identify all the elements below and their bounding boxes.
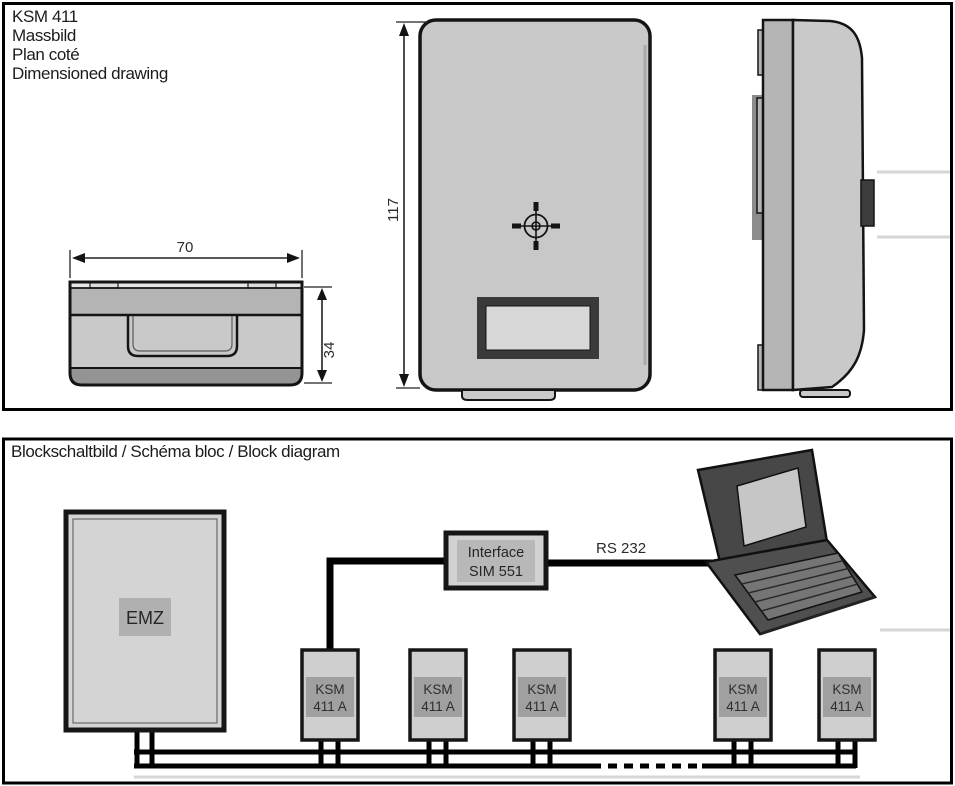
ksm-label: 411 A (313, 699, 347, 714)
artifact-lines (134, 170, 950, 779)
ksm-box-5: KSM 411 A (817, 648, 877, 742)
laptop-illustration (696, 448, 878, 636)
interface-label-line2: SIM 551 (469, 564, 523, 580)
ksm-label: KSM (832, 682, 861, 697)
dim-height-label: 117 (385, 198, 402, 222)
title-line-de: Massbild (12, 26, 76, 45)
dim-width-label: 70 (177, 239, 194, 256)
ksm-label: KSM (527, 682, 556, 697)
rs232-label: RS 232 (596, 540, 646, 557)
laptop-screen (736, 467, 807, 547)
top-panel-border (2, 2, 953, 411)
ksm-label: 411 A (830, 699, 864, 714)
title-line-en: Dimensioned drawing (12, 64, 168, 83)
block-diagram-heading: Blockschaltbild / Schéma bloc / Block di… (11, 442, 340, 461)
side-bottom-tab (799, 389, 851, 398)
ksm-box-1: KSM 411 A (300, 648, 360, 742)
ksm-label: 411 A (421, 699, 455, 714)
title-line-fr: Plan coté (12, 45, 80, 64)
keyboard-rows (741, 560, 858, 612)
bottom-edge-band (69, 367, 303, 386)
interface-to-ksm1-line (326, 557, 446, 652)
ksm-label: 411 A (525, 699, 559, 714)
ksm-label: KSM (728, 682, 757, 697)
bottom-tab (461, 391, 556, 401)
dim-height (396, 21, 428, 389)
laptop-front-edge (759, 595, 876, 636)
ksm-box-2: KSM 411 A (408, 648, 468, 742)
ksm-label: 411 A (726, 699, 760, 714)
ksm-label: KSM (315, 682, 344, 697)
base-band (71, 288, 301, 315)
front-view-drawing: 117 (385, 18, 652, 401)
interface-box: Interface SIM 551 (443, 530, 549, 591)
window-glass (485, 305, 591, 351)
emz-box: EMZ (63, 509, 227, 733)
body-face (71, 315, 301, 370)
interface-label-line1: Interface (468, 545, 524, 561)
mount-plate (761, 18, 795, 392)
dim-depth (304, 286, 332, 384)
top-strip (70, 282, 302, 288)
side-bump (860, 179, 875, 227)
dim-width (69, 250, 303, 278)
outline (68, 280, 304, 387)
title-block: KSM 411 Massbild Plan coté Dimensioned d… (12, 7, 168, 83)
dim-depth-label: 34 (321, 342, 338, 359)
emz-label: EMZ (126, 608, 164, 628)
title-line-product: KSM 411 (12, 7, 78, 26)
ksm-label: KSM (423, 682, 452, 697)
laptop-keyboard (733, 552, 864, 621)
ksm-box-4: KSM 411 A (713, 648, 773, 742)
bottom-panel-border (2, 437, 953, 785)
side-body (791, 18, 866, 392)
handle-recess (126, 316, 239, 358)
connection-lines (134, 557, 858, 769)
block-diagram: EMZ Interface SIM 551 RS 232 KSM 411 A (63, 448, 878, 769)
handle-recess-inner (132, 316, 233, 352)
ksm-box-3: KSM 411 A (512, 648, 572, 742)
side-view-drawing (752, 18, 875, 398)
bottom-view-drawing: 70 34 (68, 239, 338, 387)
center-mark (512, 202, 560, 250)
